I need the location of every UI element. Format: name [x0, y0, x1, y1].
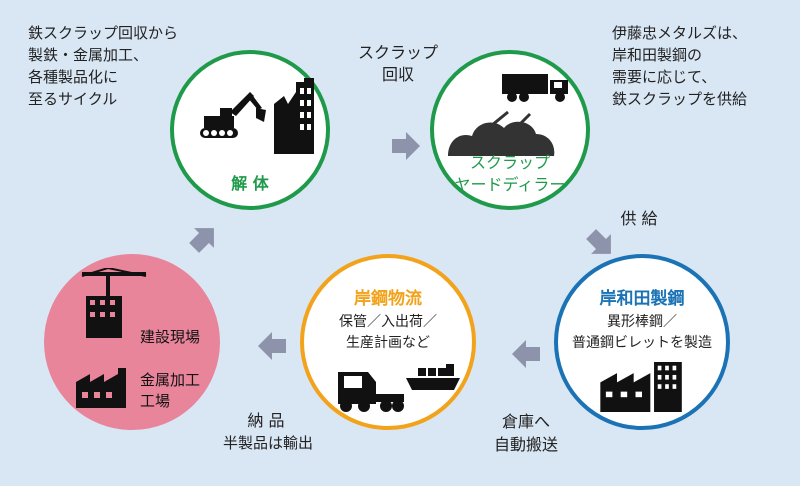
scrap-collection-label: スクラップ 回収 — [357, 43, 438, 84]
warehouse-transport-label: 倉庫へ 自動搬送 — [493, 412, 558, 454]
arrow-up-right-icon — [189, 228, 214, 253]
construction-site-label: 建設現場 — [140, 328, 201, 346]
truck-icon — [502, 74, 568, 102]
arrow-left-icon — [512, 340, 540, 368]
ruined-building-icon — [274, 78, 314, 154]
delivery-label: 納 品 — [247, 411, 285, 430]
kishiko-logistics-node: 岸鋼物流 保管／入出荷／ 生産計画など — [300, 254, 476, 430]
supply-label: 供 給 — [620, 209, 658, 228]
demolition-title: 解 体 — [231, 174, 269, 193]
arrow-left-icon — [258, 332, 286, 360]
arrow-down-right-icon — [586, 229, 611, 254]
factory-icon — [600, 362, 682, 412]
construction-site-node: 建設現場 金属加工 工場 — [44, 254, 220, 430]
excavator-icon — [200, 92, 266, 138]
export-label: 半製品は輸出 — [222, 434, 313, 452]
kishiwada-steel-node: 岸和田製鋼 異形棒鋼／ 普通鋼ビレットを製造 — [554, 254, 730, 430]
metal-processing-factory-label: 金属加工 工場 — [140, 371, 201, 410]
kishiwada-steel-desc: 異形棒鋼／ 普通鋼ビレットを製造 — [572, 314, 712, 351]
scrap-pile-icon — [448, 110, 555, 156]
kishiko-logistics-desc: 保管／入出荷／ 生産計画など — [339, 314, 437, 351]
supply-note: 伊藤忠メタルズは、 岸和田製鋼の 需要に応じて、 鉄スクラップを供給 — [612, 24, 748, 108]
cargo-ship-icon — [406, 364, 460, 390]
trailer-truck-icon — [338, 372, 404, 412]
crane-building-icon — [81, 268, 147, 338]
scrap-yard-node: スクラップ ヤードディラー — [430, 50, 590, 210]
cycle-note: 鉄スクラップ回収から 製鉄・金属加工、 各種製品化に 至るサイクル — [28, 24, 179, 108]
scrap-yard-title: スクラップ ヤードディラー — [454, 153, 566, 194]
kishiwada-steel-title: 岸和田製鋼 — [599, 289, 685, 309]
arrow-right-icon — [392, 132, 420, 160]
demolition-node: 解 体 — [170, 50, 330, 210]
kishiko-logistics-title: 岸鋼物流 — [354, 289, 422, 309]
factory-icon — [76, 368, 126, 408]
